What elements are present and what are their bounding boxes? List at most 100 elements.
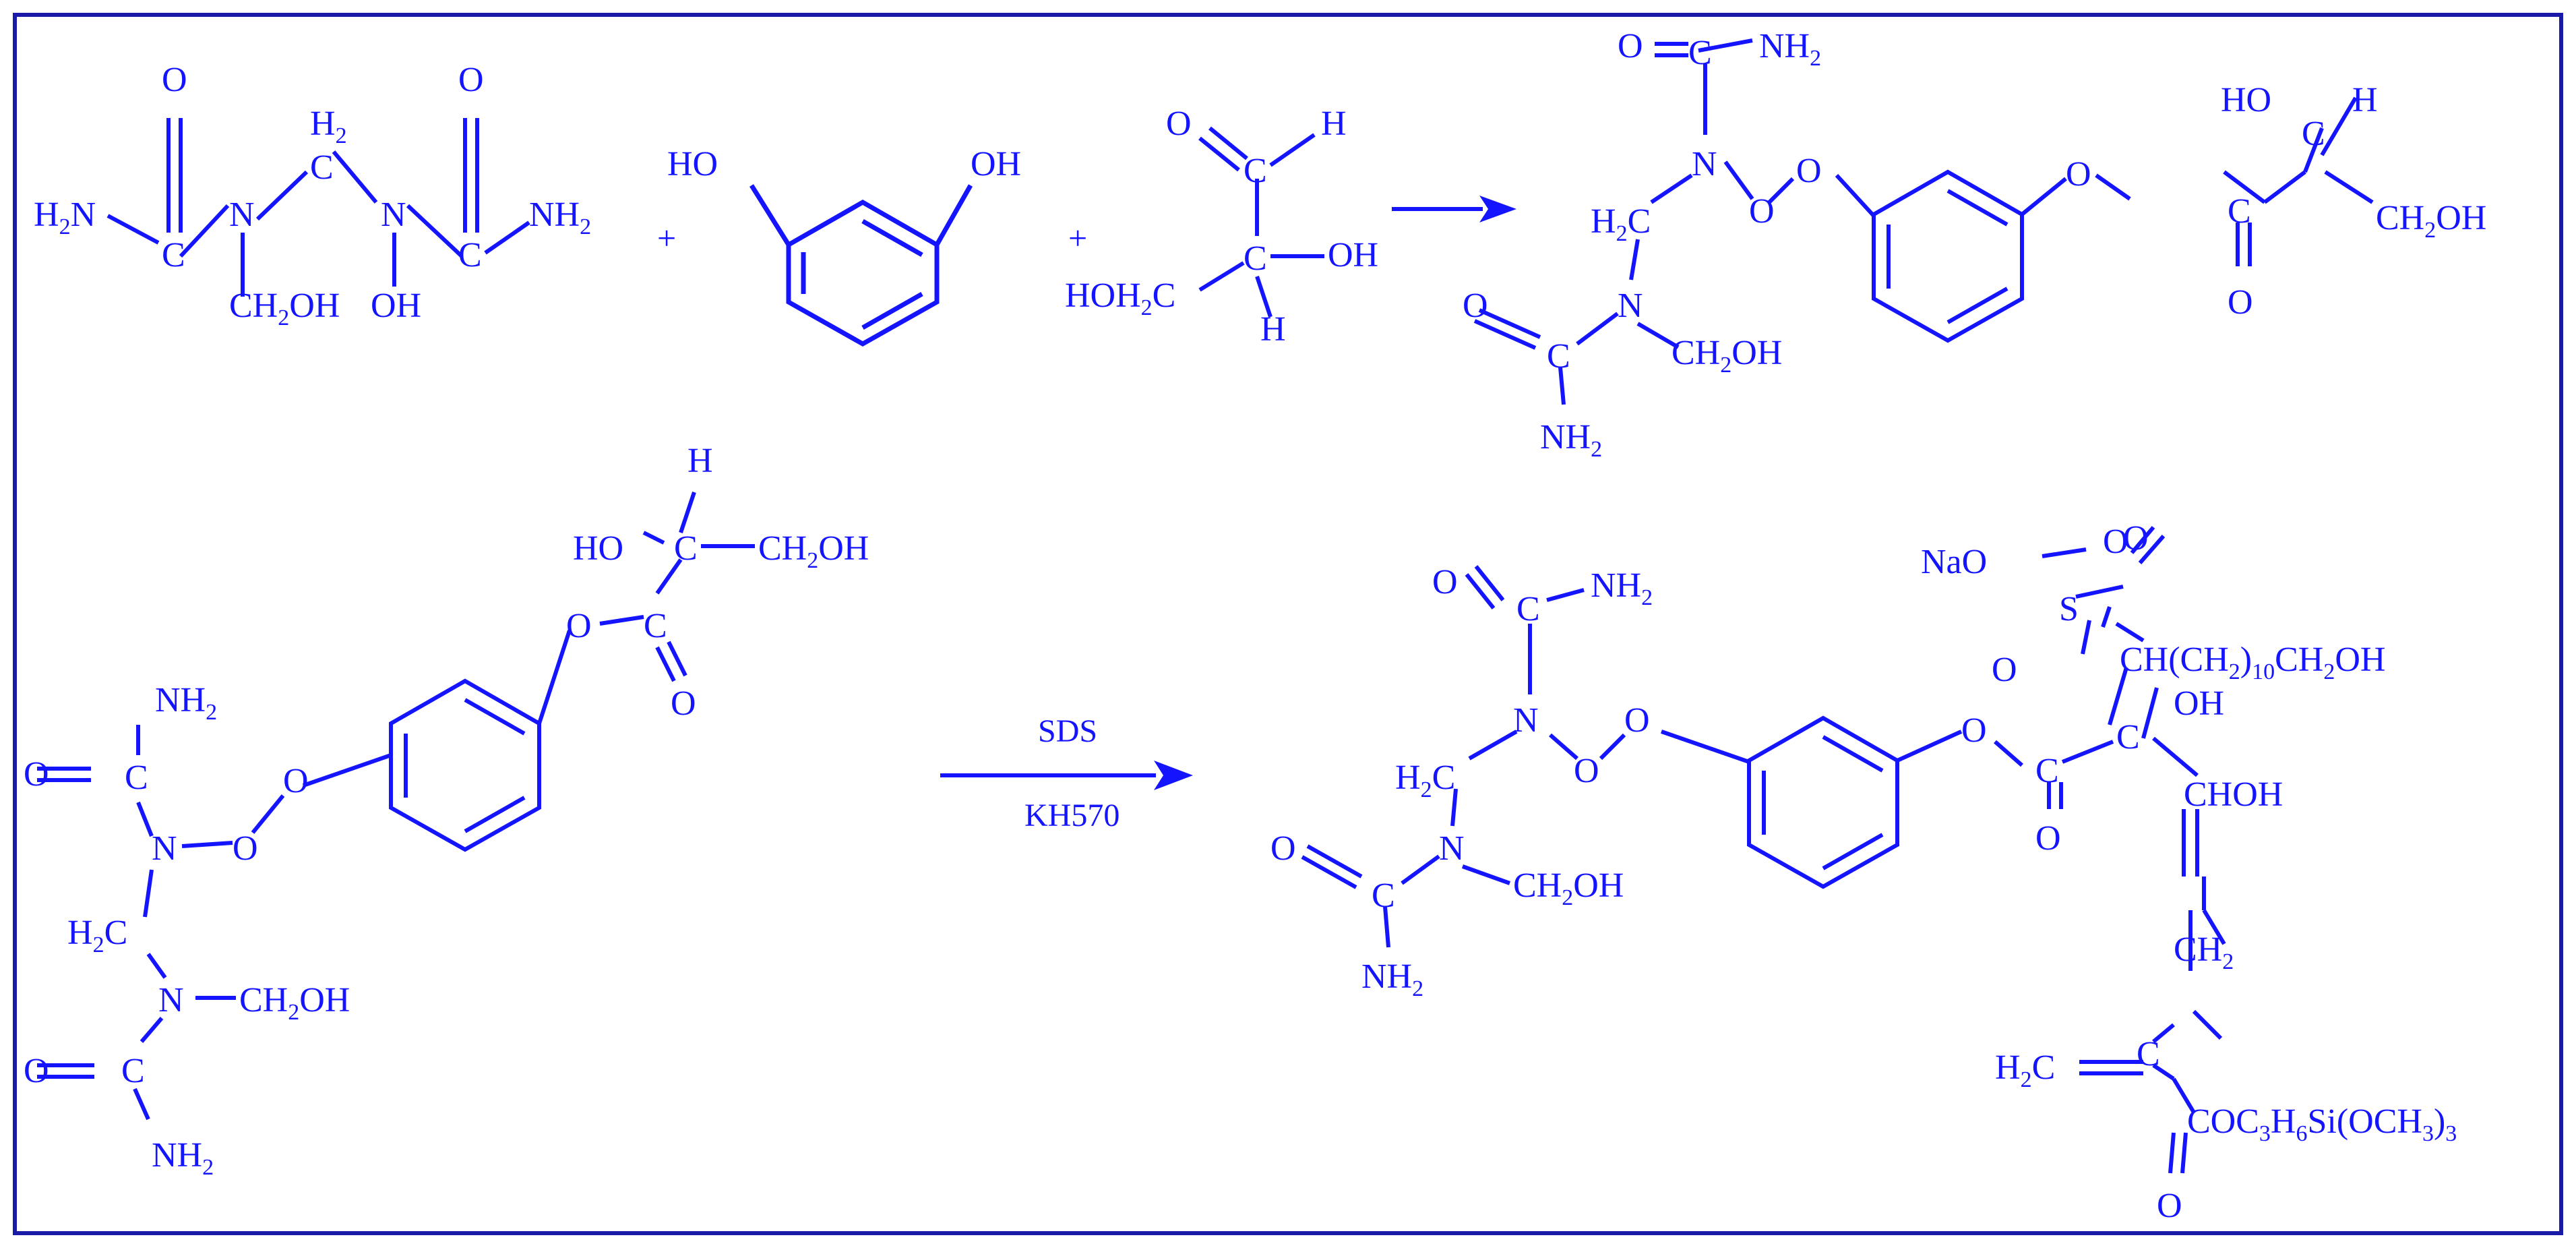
atom-label: O — [671, 684, 696, 723]
atom-label: N — [1618, 287, 1643, 325]
atom-label: C — [1547, 337, 1570, 376]
atom-label: C — [310, 148, 334, 187]
atom-label: H2C — [1591, 202, 1651, 246]
atom-label: NH2 — [155, 681, 217, 725]
atom-label: O — [1574, 752, 1599, 790]
atom-label: N — [381, 196, 406, 234]
atom-label: CH2OH — [1513, 866, 1624, 910]
molecule-resorcinol-labels: HO OH — [667, 145, 1021, 183]
molecule-intermediate-top-labels: O C NH2 N O O H2C N O C CH2OH NH2 O C O … — [1463, 27, 2486, 462]
atom-label: O — [233, 829, 258, 868]
atom-label: COC3H6Si(OCH3)3 — [2187, 1102, 2457, 1146]
atom-label: CH2OH — [229, 287, 340, 330]
atom-label: O — [1992, 651, 2017, 689]
molecule-urea-formaldehyde — [106, 118, 530, 297]
atom-label: HO — [573, 529, 623, 568]
atom-label: C — [458, 236, 482, 274]
molecule-intermediate-bottom — [37, 492, 755, 1121]
molecule-resorcinol — [749, 184, 973, 347]
atom-label: CH(CH2)10CH2OH — [2120, 641, 2385, 684]
atom-label: O — [2103, 523, 2128, 561]
atom-label: O — [458, 61, 484, 99]
atom-label: O — [1618, 27, 1643, 65]
atom-label: CHOH — [2184, 775, 2283, 814]
atom-label: C — [2116, 718, 2140, 756]
atom-label: H — [1321, 105, 1347, 143]
atom-label: O — [283, 762, 309, 800]
atom-label: S — [2059, 590, 2079, 628]
atom-label: C — [1244, 239, 1267, 278]
atom-label: C — [2137, 1035, 2160, 1073]
atom-label: NH2 — [1540, 418, 1602, 462]
atom-label: O — [1796, 152, 1822, 190]
atom-label: N — [1439, 829, 1465, 868]
atom-label: C — [1516, 590, 1540, 628]
atom-label: HO — [2221, 81, 2271, 119]
atom-label: C — [2228, 192, 2251, 231]
atom-label: O — [162, 61, 187, 99]
atom-label: CH2 — [2174, 930, 2234, 974]
atom-label: H — [2352, 81, 2378, 119]
atom-label: O — [2157, 1187, 2182, 1225]
atom-label: OH — [371, 287, 421, 325]
atom-label: C — [2302, 115, 2325, 153]
atom-label: H2N — [34, 196, 96, 239]
atom-label: NH2 — [152, 1136, 214, 1180]
reaction-arrow-1 — [1392, 196, 1516, 222]
atom-label: NaO — [1921, 543, 1987, 581]
atom-label: O — [2228, 283, 2253, 322]
atom-label: NH2 — [1361, 957, 1423, 1001]
atom-label: C — [1688, 34, 1712, 72]
reaction-arrow-2: SDS KH570 — [940, 713, 1193, 833]
atom-label: C — [1244, 152, 1267, 190]
molecule-final-product-labels: O C NH2 N O O H2C N O C CH2OH NH2 O C O … — [1270, 519, 2457, 1225]
diagram-frame — [13, 13, 2563, 1235]
atom-label: O — [2123, 519, 2149, 558]
atom-label: N — [1692, 145, 1717, 183]
atom-label: C — [121, 1052, 145, 1090]
atom-label: OH — [971, 145, 1021, 183]
atom-label: O — [24, 1052, 49, 1090]
atom-label: O — [1463, 287, 1488, 325]
atom-label: O — [2066, 155, 2091, 194]
atom-label: C — [125, 759, 148, 797]
atom-label: NH2 — [1759, 27, 1821, 71]
atom-label: OH — [2174, 684, 2224, 723]
atom-label: N — [1513, 701, 1539, 740]
plus-sign: + — [657, 219, 676, 257]
atom-label: C — [2035, 752, 2059, 790]
atom-label: C — [644, 607, 667, 645]
molecule-urea-formaldehyde-labels: O C H2N N H2 C N O C NH2 CH2OH OH — [34, 61, 591, 330]
reagent-kh570: KH570 — [1024, 798, 1120, 833]
atom-label: O — [1749, 192, 1775, 231]
molecule-intermediate-bottom-labels: NH2 O C N O O H2C N CH2OH O C NH2 O C O … — [24, 442, 869, 1180]
atom-label: H2C — [67, 914, 127, 957]
atom-label: O — [24, 755, 49, 794]
atom-label: CH2OH — [1672, 334, 1782, 378]
reagent-sds: SDS — [1038, 713, 1097, 749]
atom-label: H2 — [310, 105, 347, 148]
atom-label: H — [1260, 310, 1286, 349]
atom-label: H2C — [1995, 1048, 2055, 1092]
atom-label: C — [674, 529, 698, 568]
atom-label: CH2OH — [758, 529, 869, 573]
atom-label: O — [1624, 701, 1650, 740]
atom-label: O — [1270, 829, 1296, 868]
atom-label: NH2 — [1591, 566, 1653, 610]
atom-label: HOH2C — [1065, 276, 1175, 320]
atom-label: O — [566, 607, 592, 645]
atom-label: O — [2035, 819, 2061, 858]
atom-label: C — [1372, 876, 1395, 915]
molecule-final-product — [1301, 526, 2226, 1174]
molecule-glyceraldehyde-labels: O H C C OH HOH2C H — [1065, 105, 1378, 349]
plus-sign: + — [1068, 219, 1087, 257]
atom-label: CH2OH — [239, 981, 350, 1025]
atom-label: NH2 — [529, 196, 591, 239]
atom-label: O — [1961, 711, 1987, 750]
atom-label: C — [162, 236, 185, 274]
molecule-glyceraldehyde — [1198, 126, 1324, 318]
atom-label: HO — [667, 145, 718, 183]
atom-label: N — [152, 829, 177, 868]
atom-label: H — [687, 442, 713, 480]
